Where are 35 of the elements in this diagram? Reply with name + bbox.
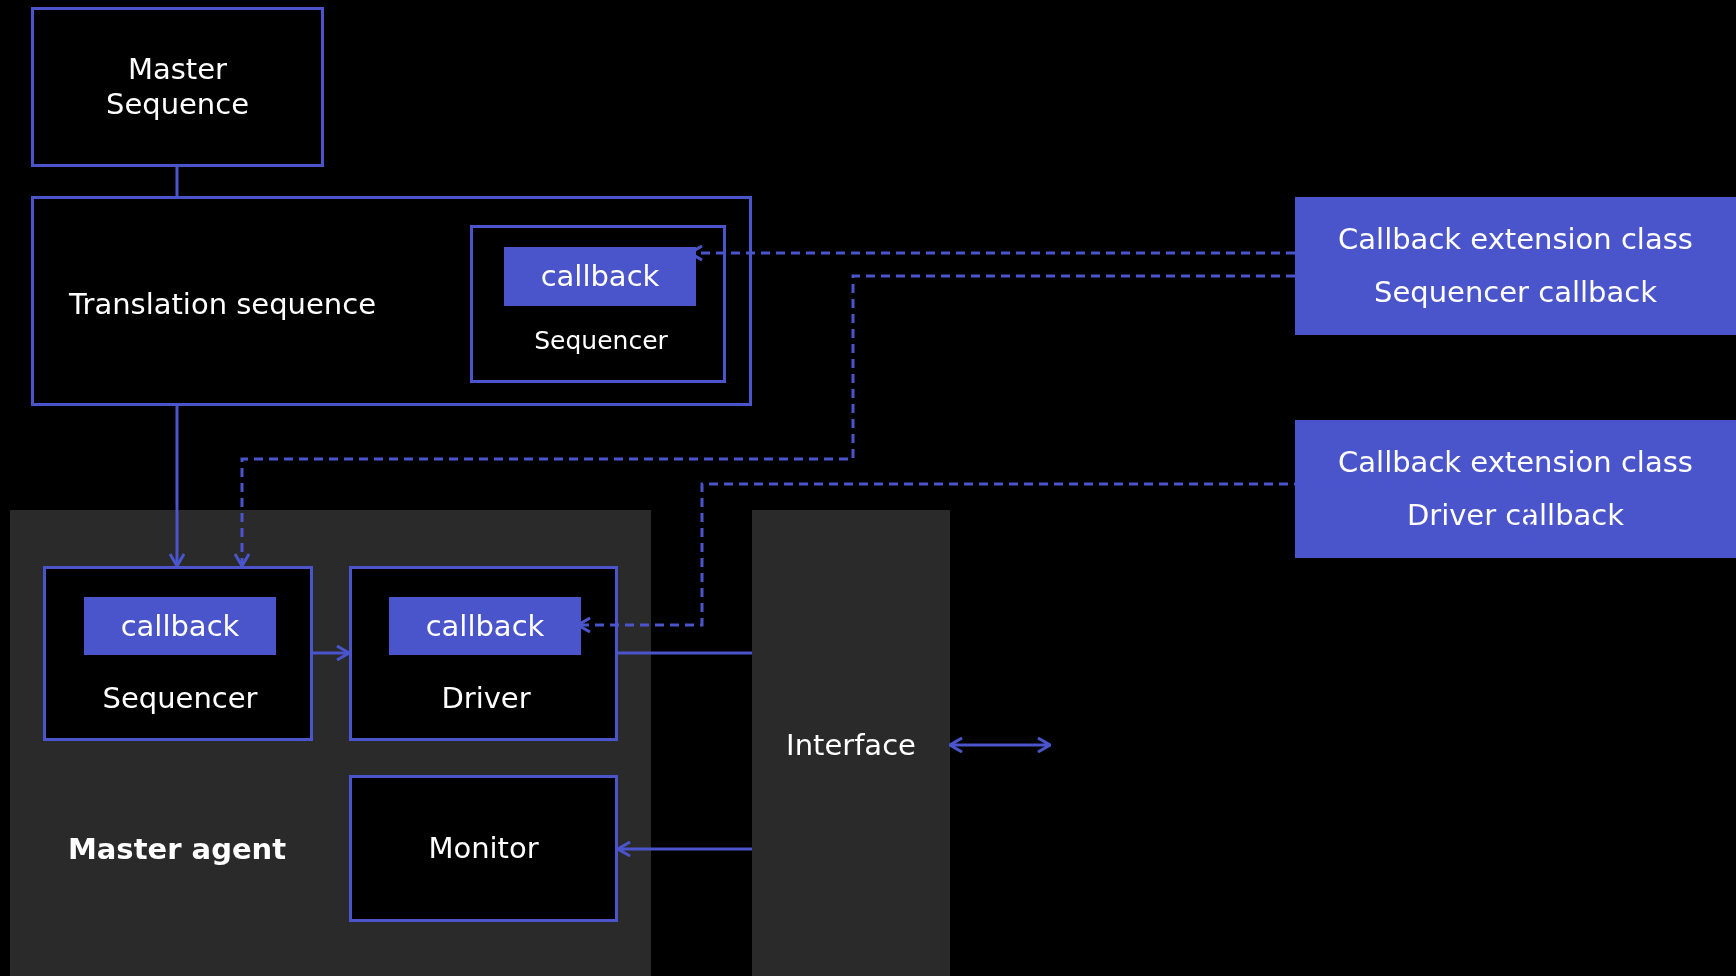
process-box	[349, 566, 618, 741]
connector-line	[175, 167, 179, 196]
process-box	[470, 225, 726, 383]
callback-box	[1295, 197, 1736, 335]
callback-box	[389, 597, 581, 655]
node-label: Master agent	[67, 831, 287, 867]
process-box	[349, 775, 618, 922]
node-label: callback	[120, 608, 240, 644]
arrow	[313, 644, 351, 662]
node-label: Driver	[441, 680, 531, 716]
layer-panel	[10, 510, 651, 976]
node-label: Interface	[786, 727, 916, 763]
node-label: Monitor	[428, 831, 539, 866]
arrow	[948, 736, 1052, 754]
node-label: callback	[425, 608, 545, 644]
callback-box	[84, 597, 276, 655]
process-box	[31, 7, 324, 167]
process-box	[43, 566, 313, 741]
node-label: Master Sequence	[104, 52, 250, 122]
layer-panel	[752, 510, 950, 976]
arrow	[233, 274, 1295, 568]
node-label: Callback extension class	[1338, 445, 1693, 480]
node-label: Callback extension class	[1338, 222, 1693, 257]
node-label: Sequencer	[102, 680, 258, 716]
node-label: callback	[540, 259, 660, 294]
node-label: Sequencer	[534, 326, 668, 356]
node-label: Translation sequence	[69, 286, 376, 322]
arrow	[168, 406, 186, 568]
callback-box	[504, 247, 696, 306]
node-label: Sequencer callback	[1374, 275, 1657, 310]
callback-box	[1295, 420, 1736, 558]
process-box	[31, 196, 752, 406]
connector-line	[618, 651, 752, 655]
node-label: Driver callback	[1406, 498, 1625, 533]
arrow	[616, 840, 752, 858]
